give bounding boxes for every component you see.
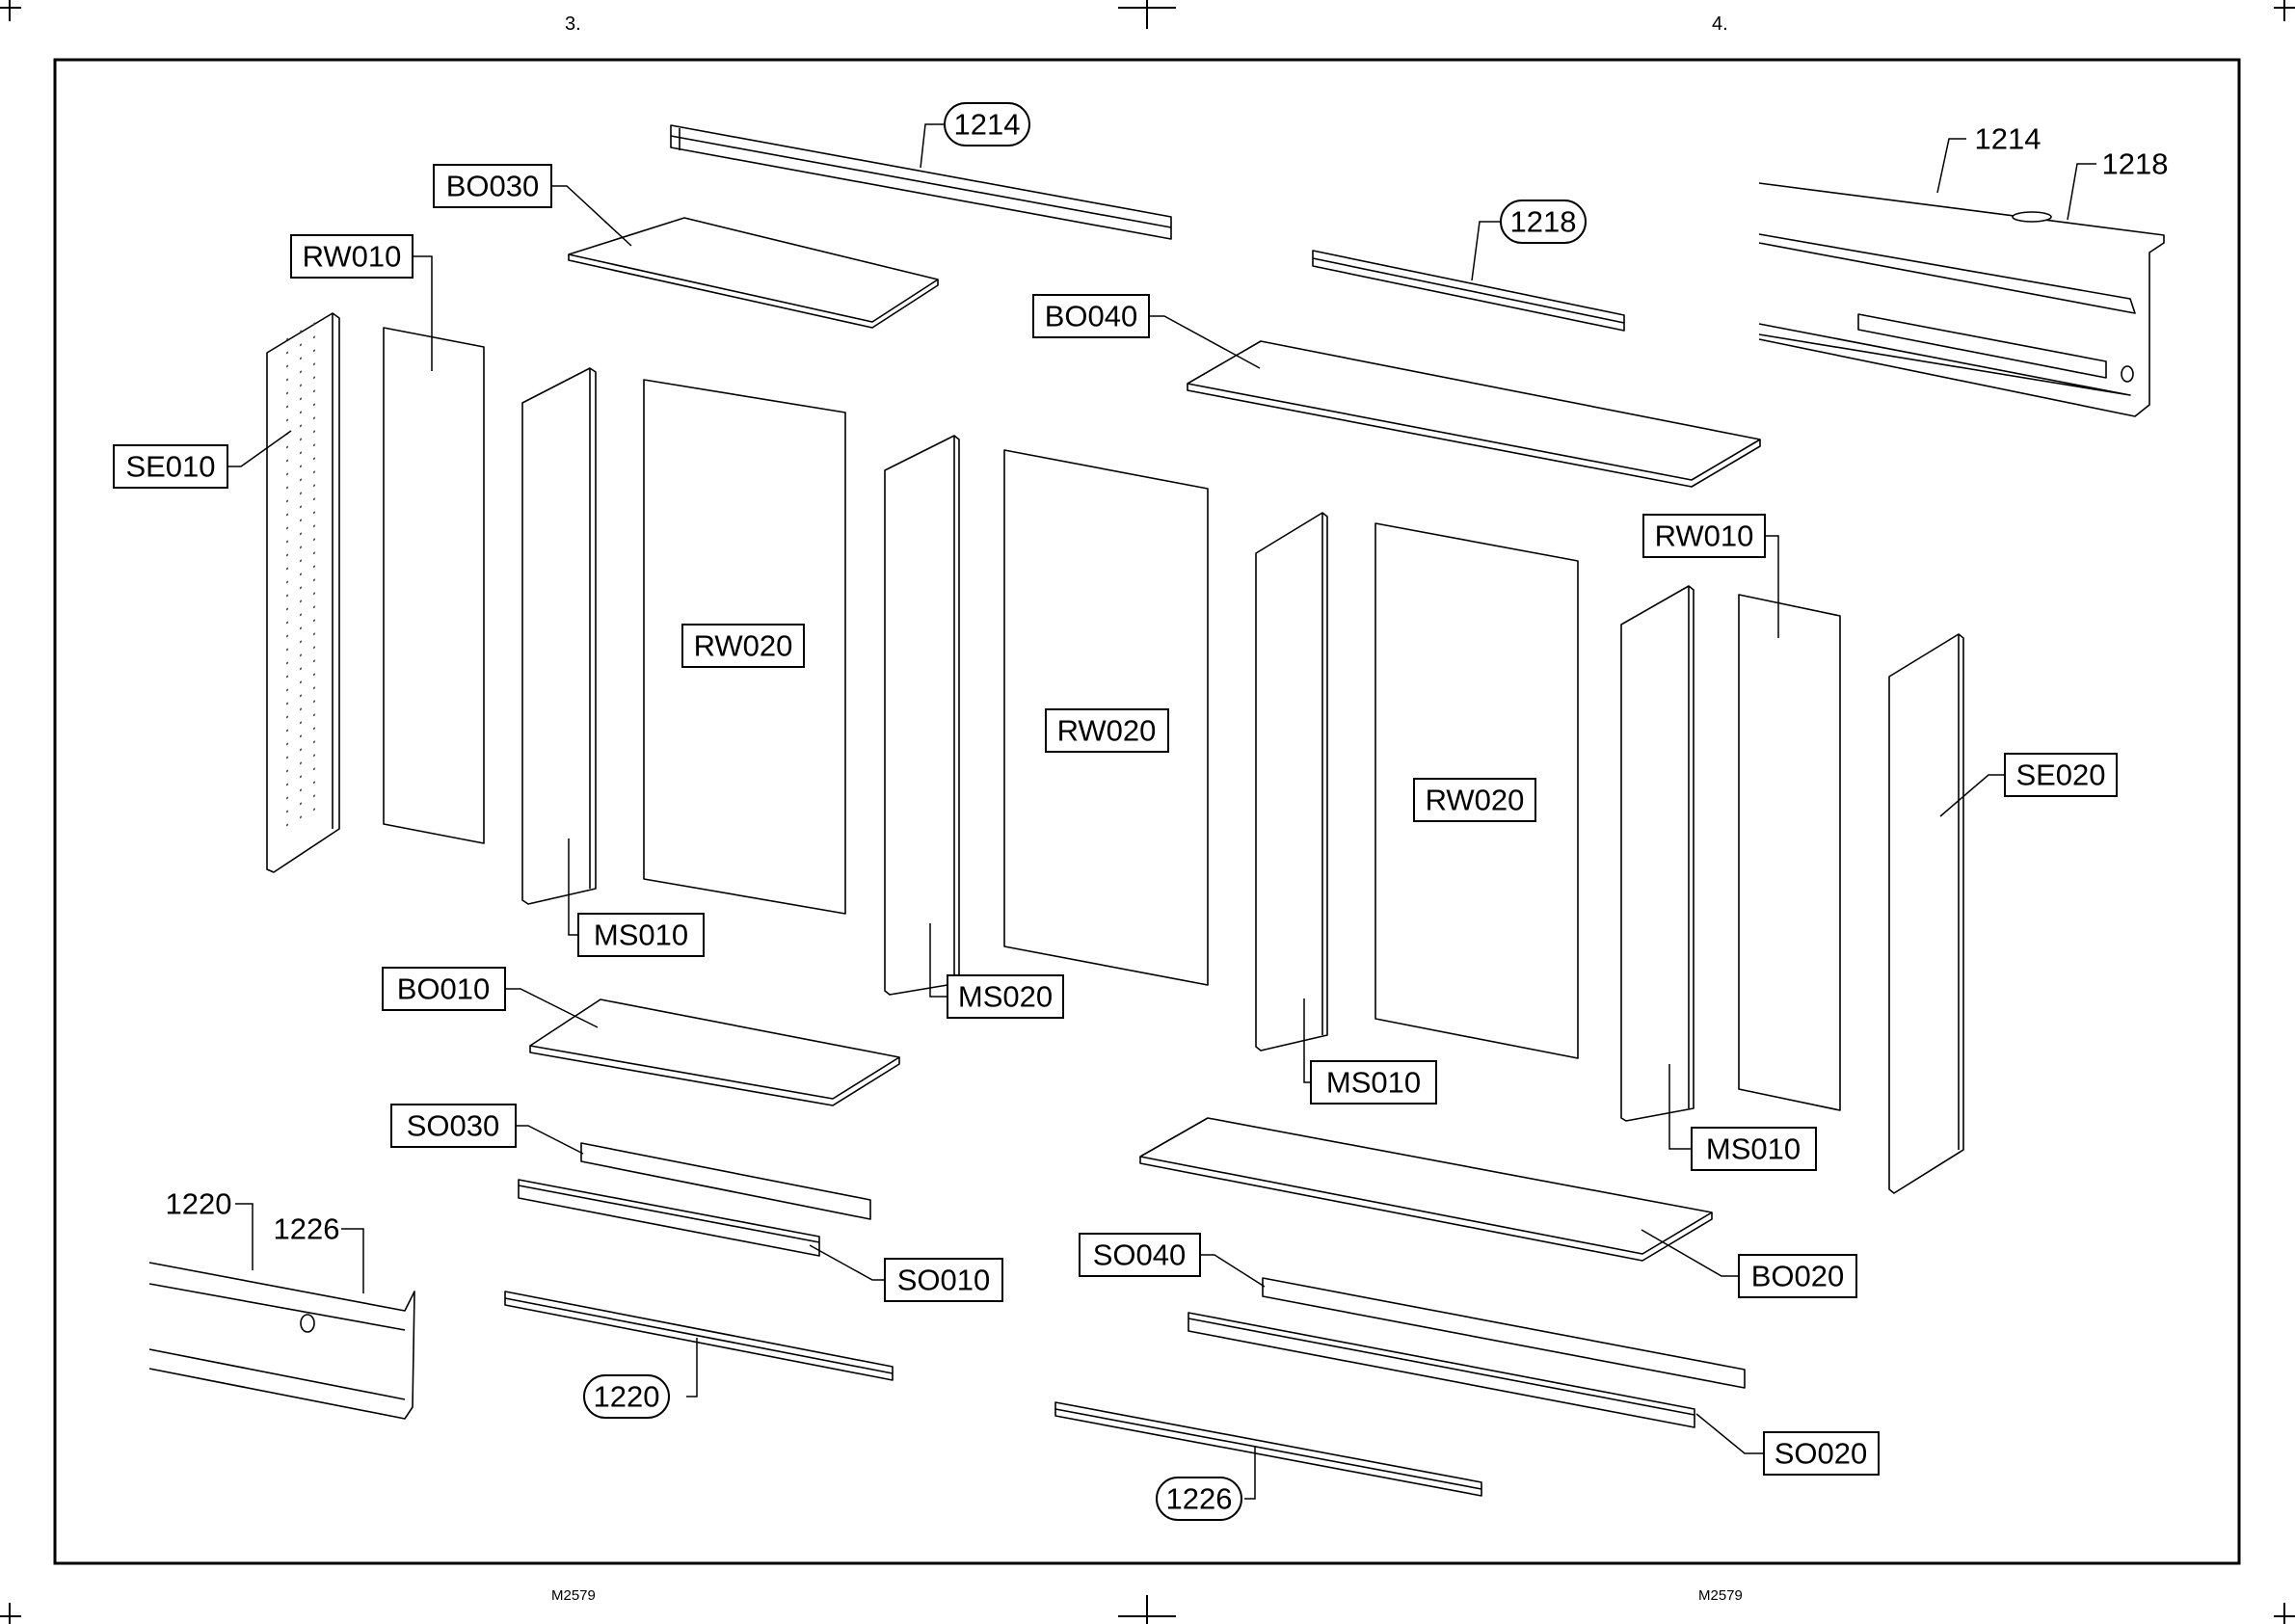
mid-side-ms010-center-part — [1256, 513, 1327, 1051]
ref-label-1226: 1226 — [1166, 1482, 1233, 1516]
label-ms010-center: MS010 — [1326, 1066, 1421, 1100]
side-panel-se010-part — [267, 308, 339, 872]
label-bo020: BO020 — [1751, 1260, 1845, 1293]
label-bo010: BO010 — [397, 972, 491, 1006]
detail-label-1218: 1218 — [2102, 147, 2169, 181]
rail-detail-1220-1226 — [149, 1263, 414, 1419]
label-so030: SO030 — [407, 1109, 500, 1143]
rear-wall-rw010-left-part — [384, 328, 484, 843]
detail-label-1226: 1226 — [274, 1212, 340, 1246]
shelf-bo030-part — [569, 218, 938, 328]
label-bo040: BO040 — [1045, 300, 1138, 333]
label-se010: SE010 — [125, 450, 215, 484]
mid-side-ms020-part — [885, 436, 959, 995]
plinth-so040-part — [1263, 1278, 1745, 1388]
ref-label-1220: 1220 — [594, 1380, 660, 1414]
label-rw010-left: RW010 — [303, 240, 402, 274]
label-ms010-left: MS010 — [594, 918, 688, 952]
label-rw020-3: RW020 — [1426, 784, 1525, 817]
rail-1226-part — [1055, 1402, 1481, 1496]
side-panel-se020-part — [1889, 634, 1963, 1193]
rail-1214-part — [671, 125, 1171, 239]
label-so010: SO010 — [897, 1264, 991, 1297]
label-rw010-right: RW010 — [1655, 519, 1754, 553]
shelf-bo040-part — [1188, 341, 1760, 487]
label-se020: SE020 — [2015, 759, 2105, 792]
label-bo030: BO030 — [446, 170, 540, 203]
mid-side-ms010-left-part — [522, 368, 596, 904]
rail-detail-1214-1218 — [1759, 183, 2164, 416]
label-ms020: MS020 — [958, 980, 1053, 1014]
label-ms010-right: MS010 — [1706, 1132, 1801, 1166]
shelf-bo010-part — [530, 999, 899, 1105]
detail-label-1214: 1214 — [1975, 122, 2041, 156]
ref-label-1218: 1218 — [1510, 205, 1577, 239]
detail-label-1220: 1220 — [166, 1187, 232, 1221]
label-rw020-2: RW020 — [1057, 714, 1157, 748]
label-rw020-1: RW020 — [694, 629, 793, 663]
rear-wall-rw010-right-part — [1739, 595, 1840, 1110]
ref-label-1214: 1214 — [954, 108, 1021, 142]
rail-1218-part — [1313, 251, 1624, 331]
base-bo020-part — [1140, 1118, 1712, 1261]
label-so020: SO020 — [1775, 1437, 1868, 1471]
mid-side-ms010-right-part — [1621, 586, 1694, 1121]
label-so040: SO040 — [1093, 1238, 1187, 1272]
rail-1220-part — [505, 1291, 893, 1380]
